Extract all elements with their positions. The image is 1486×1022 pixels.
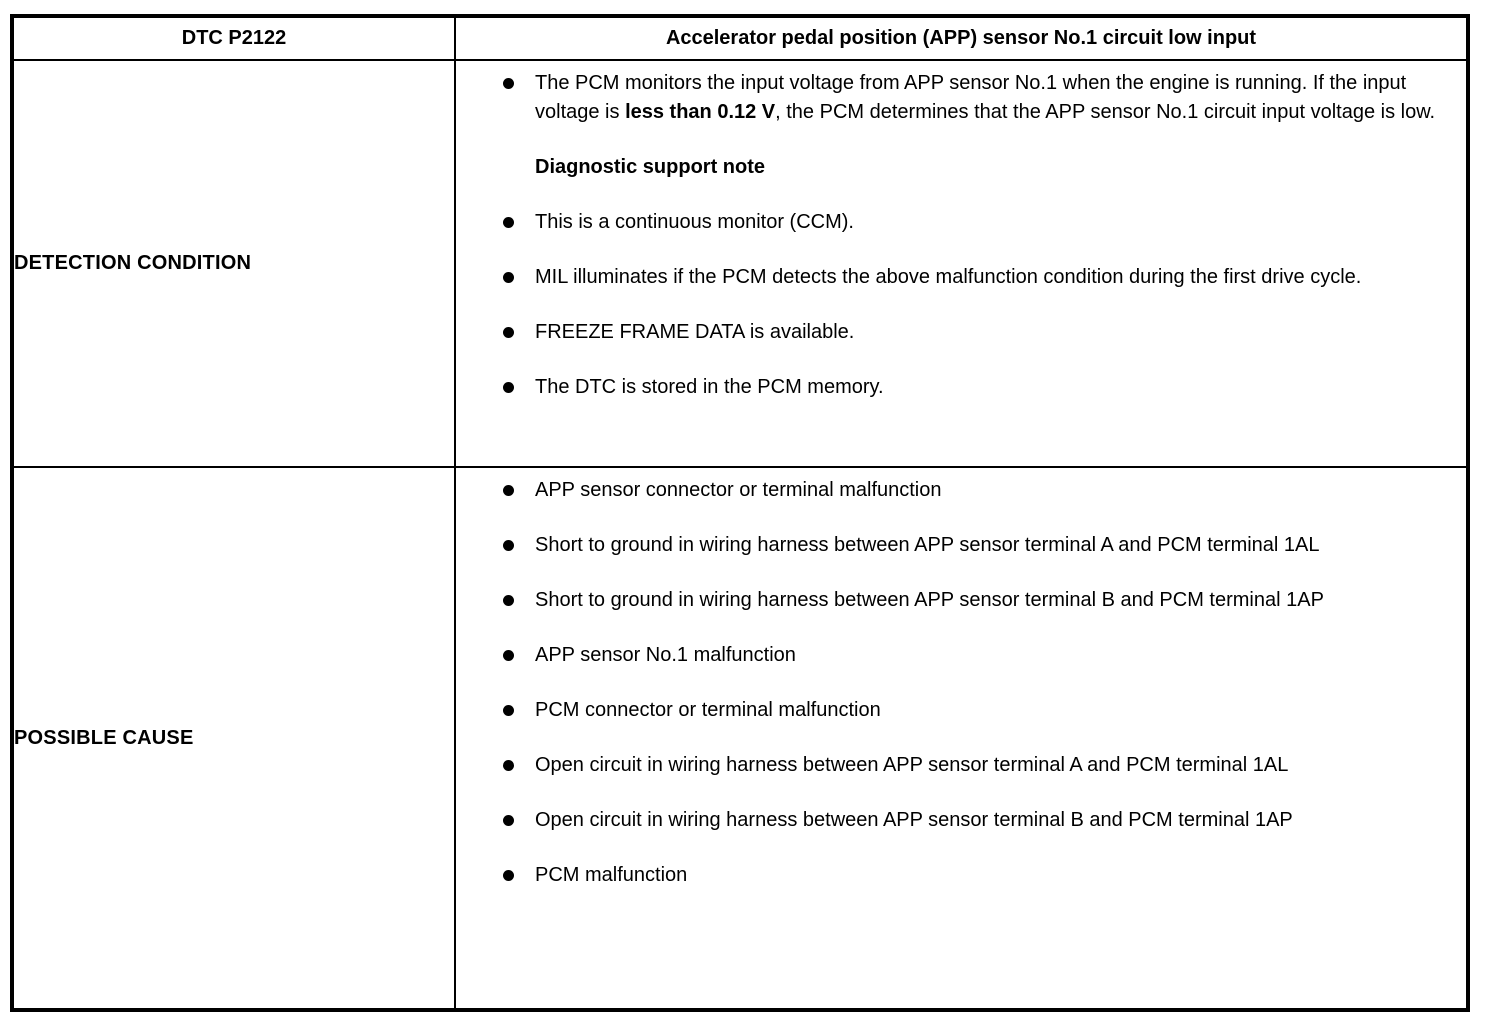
bullet-icon	[503, 815, 514, 826]
bullet-item: APP sensor No.1 malfunction	[503, 641, 1442, 670]
note-heading: Diagnostic support note	[535, 153, 1442, 182]
dtc-code-header: DTC P2122	[11, 15, 456, 61]
bullet-item: Open circuit in wiring harness between A…	[503, 806, 1442, 835]
bullet-icon	[503, 382, 514, 393]
bullet-text: APP sensor connector or terminal malfunc…	[535, 479, 942, 501]
bullet-icon	[503, 540, 514, 551]
detection-condition-row: DETECTION CONDITION The PCM monitors the…	[11, 59, 1469, 468]
bullet-text: PCM connector or terminal malfunction	[535, 699, 881, 721]
bullet-icon	[503, 272, 514, 283]
bullet-item: PCM malfunction	[503, 861, 1442, 890]
possible-cause-row: POSSIBLE CAUSE APP sensor connector or t…	[11, 466, 1469, 1011]
bullet-item: The DTC is stored in the PCM memory.	[503, 373, 1442, 402]
possible-cause-cell: APP sensor connector or terminal malfunc…	[454, 466, 1469, 1011]
possible-cause-items: APP sensor connector or terminal malfunc…	[456, 468, 1466, 894]
bullet-text: APP sensor No.1 malfunction	[535, 644, 796, 666]
detection-condition-cell: The PCM monitors the input voltage from …	[454, 59, 1469, 468]
possible-cause-label: POSSIBLE CAUSE	[11, 466, 456, 1011]
bullet-icon	[503, 650, 514, 661]
bullet-icon	[503, 485, 514, 496]
bullet-text: FREEZE FRAME DATA is available.	[535, 321, 855, 343]
dtc-title-header: Accelerator pedal position (APP) sensor …	[454, 15, 1469, 61]
bullet-icon	[503, 595, 514, 606]
detection-condition-items: The PCM monitors the input voltage from …	[456, 61, 1466, 406]
bullet-text: Short to ground in wiring harness betwee…	[535, 534, 1320, 556]
bullet-text: Open circuit in wiring harness between A…	[535, 754, 1289, 776]
bullet-item: Open circuit in wiring harness between A…	[503, 751, 1442, 780]
bullet-item: MIL illuminates if the PCM detects the a…	[503, 263, 1442, 292]
detection-condition-label: DETECTION CONDITION	[11, 59, 456, 468]
bullet-icon	[503, 78, 514, 89]
bullet-text: The DTC is stored in the PCM memory.	[535, 376, 884, 398]
bullet-icon	[503, 217, 514, 228]
note-heading-text: Diagnostic support note	[535, 156, 765, 178]
table-header-row: DTC P2122 Accelerator pedal position (AP…	[11, 15, 1469, 61]
bullet-text: PCM malfunction	[535, 864, 688, 886]
bullet-item: PCM connector or terminal malfunction	[503, 696, 1442, 725]
dtc-table: DTC P2122 Accelerator pedal position (AP…	[10, 14, 1470, 1012]
bullet-text: MIL illuminates if the PCM detects the a…	[535, 266, 1362, 288]
bullet-item: Short to ground in wiring harness betwee…	[503, 586, 1442, 615]
bullet-item: Short to ground in wiring harness betwee…	[503, 531, 1442, 560]
bullet-icon	[503, 327, 514, 338]
bullet-item: The PCM monitors the input voltage from …	[503, 69, 1442, 127]
bullet-item: This is a continuous monitor (CCM).	[503, 208, 1442, 237]
bullet-item: APP sensor connector or terminal malfunc…	[503, 476, 1442, 505]
bullet-icon	[503, 870, 514, 881]
bullet-text: This is a continuous monitor (CCM).	[535, 211, 854, 233]
bullet-item: FREEZE FRAME DATA is available.	[503, 318, 1442, 347]
bullet-icon	[503, 760, 514, 771]
bullet-text: Short to ground in wiring harness betwee…	[535, 589, 1324, 611]
bullet-icon	[503, 705, 514, 716]
bullet-text: The PCM monitors the input voltage from …	[535, 72, 1436, 123]
bullet-text: Open circuit in wiring harness between A…	[535, 809, 1293, 831]
